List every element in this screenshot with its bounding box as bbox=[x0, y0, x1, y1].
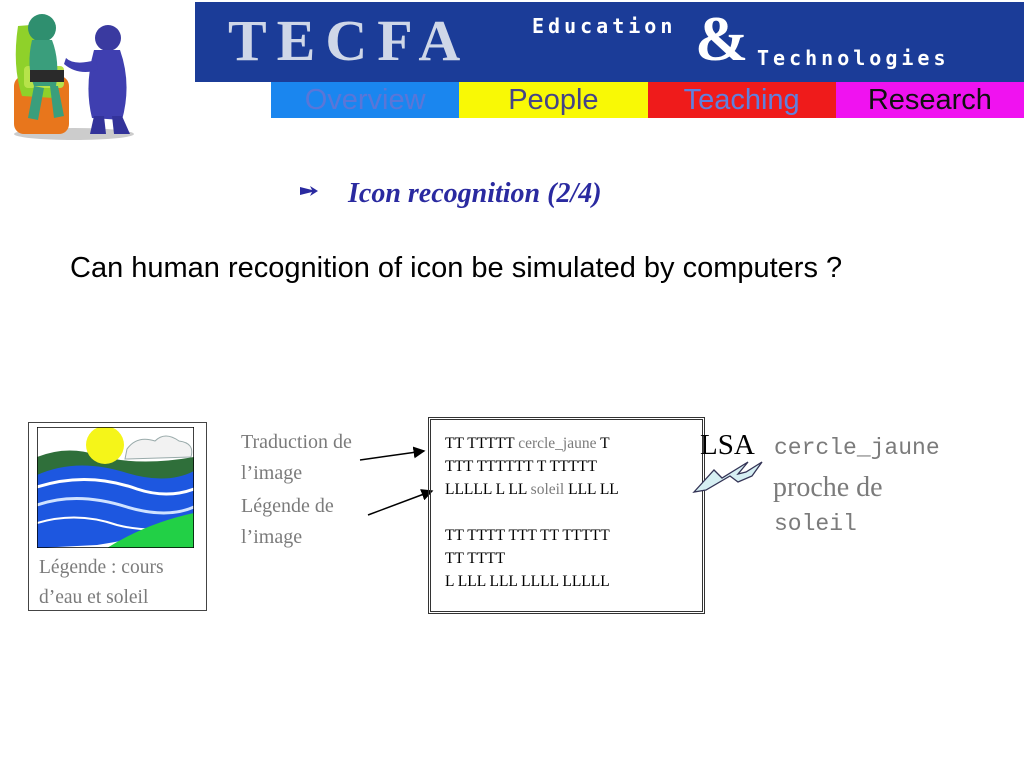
translated-text-box: TT TTTTT cercle_jaune T TTT TTTTTT T TTT… bbox=[428, 417, 705, 614]
nav-tab-teaching[interactable]: Teaching bbox=[647, 82, 836, 118]
label-line: Traduction de bbox=[241, 431, 352, 453]
slide-question: Can human recognition of icon be simulat… bbox=[70, 252, 843, 284]
label-image-translation: Traduction de l’image bbox=[241, 427, 411, 489]
lsa-term-soleil: soleil bbox=[774, 511, 857, 537]
lightning-bolt-icon bbox=[692, 460, 772, 496]
banner-education: Education bbox=[532, 14, 677, 38]
keyword-cercle-jaune: cercle_jaune bbox=[518, 435, 597, 452]
main-nav: Overview People Teaching Research bbox=[271, 82, 1024, 118]
caption-line: d’eau et soleil bbox=[39, 587, 149, 608]
text-line: TT TTTT bbox=[445, 550, 506, 567]
text-line: TT TTTTT cercle_jaune T bbox=[445, 435, 610, 452]
lsa-term-cercle-jaune: cercle_jaune bbox=[774, 435, 940, 461]
label-line: l’image bbox=[241, 526, 303, 548]
text-line: TT TTTT TTT TT TTTTT bbox=[445, 527, 610, 544]
nav-tab-overview[interactable]: Overview bbox=[271, 82, 460, 118]
label-line: Légende de bbox=[241, 495, 334, 517]
picture-caption: Légende : cours d’eau et soleil bbox=[39, 553, 209, 613]
banner-ampersand: & bbox=[695, 3, 749, 74]
arrow-translation bbox=[359, 446, 426, 461]
arrow-caption bbox=[367, 489, 434, 516]
tecfa-banner: TECFA Education & Technologies bbox=[195, 2, 1024, 82]
keyword-soleil: soleil bbox=[530, 481, 565, 498]
banner-technologies: Technologies bbox=[757, 46, 950, 70]
caption-line: Légende : cours bbox=[39, 557, 164, 578]
banner-title: TECFA bbox=[228, 8, 471, 73]
picture-frame: Légende : cours d’eau et soleil bbox=[28, 422, 207, 611]
spacer bbox=[445, 501, 702, 524]
tecfa-mascot-icon bbox=[14, 14, 134, 140]
nav-tab-people[interactable]: People bbox=[459, 82, 648, 118]
text-line: TTT TTTTTT T TTTTT bbox=[445, 458, 597, 475]
label-image-caption: Légende de l’image bbox=[241, 491, 411, 553]
connector-arrows bbox=[350, 440, 440, 530]
text-line: LLLLL L LL soleil LLL LL bbox=[445, 481, 619, 498]
label-line: l’image bbox=[241, 462, 303, 484]
text-line: L LLL LLL LLLL LLLLL bbox=[445, 573, 610, 590]
nav-tab-research[interactable]: Research bbox=[835, 82, 1024, 118]
slide-title: Icon recognition (2/4) bbox=[348, 178, 602, 209]
arrow-bullet-icon bbox=[300, 184, 318, 196]
lsa-label: LSA bbox=[700, 429, 755, 461]
lsa-relation: proche de bbox=[773, 472, 883, 503]
river-sun-landscape-icon bbox=[36, 426, 195, 549]
tecfa-mascot-logo bbox=[4, 6, 144, 142]
